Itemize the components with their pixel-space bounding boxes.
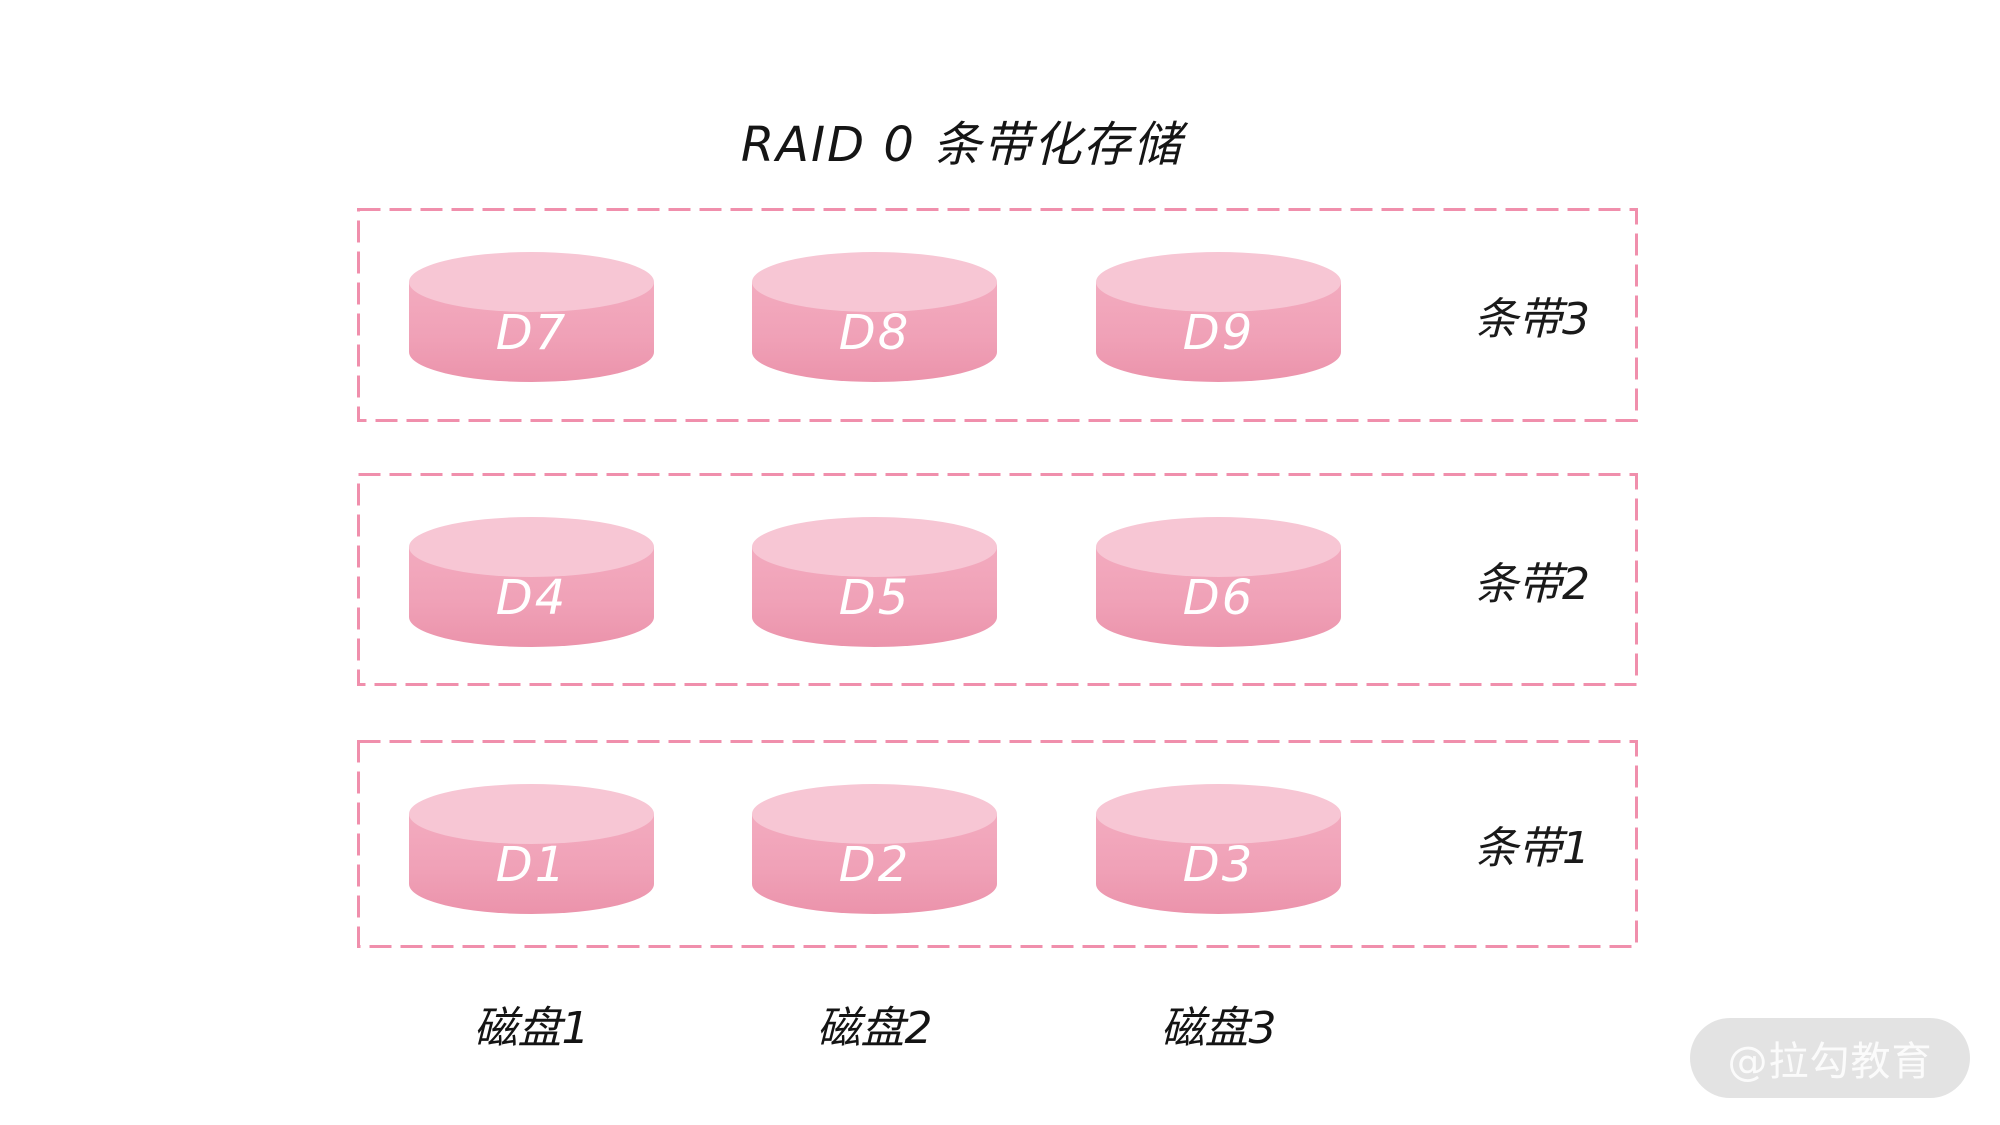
stripe-box-1: D1 D2 D3 条带1 — [357, 740, 1638, 948]
dashed-rect — [357, 740, 1638, 948]
disk-column-label-3: 磁盘3 — [1160, 1003, 1277, 1054]
disk-column-label-2: 磁盘2 — [816, 1003, 933, 1054]
cylinder-top-ellipse — [1096, 784, 1341, 844]
disk-d6: D6 — [1096, 517, 1341, 647]
disk-block-label: D7 — [495, 305, 568, 361]
watermark-badge: @拉勾教育 — [1690, 1018, 1970, 1098]
stripe-label-3: 条带3 — [1474, 294, 1590, 345]
stripe-dashed-border — [357, 208, 1638, 422]
disk-d1: D1 — [409, 784, 654, 914]
cylinder-top-ellipse — [409, 252, 654, 312]
cylinder-top-ellipse — [409, 517, 654, 577]
watermark-text: @拉勾教育 — [1727, 1039, 1933, 1085]
cylinder-top-ellipse — [409, 784, 654, 844]
cylinder-top-ellipse — [752, 517, 997, 577]
stripe-label-1: 条带1 — [1474, 823, 1590, 874]
cylinder-top-ellipse — [752, 784, 997, 844]
disk-d7: D7 — [409, 252, 654, 382]
disk-block-label: D4 — [495, 570, 568, 626]
disk-block-label: D6 — [1182, 570, 1255, 626]
disk-block-label: D2 — [838, 837, 911, 893]
stripe-box-2: D4 D5 D6 条带2 — [357, 473, 1638, 686]
cylinder-top-ellipse — [1096, 517, 1341, 577]
disk-block-label: D9 — [1182, 305, 1255, 361]
stripe-label-2: 条带2 — [1474, 558, 1590, 610]
dashed-rect — [357, 208, 1638, 422]
disk-d2: D2 — [752, 784, 997, 914]
disk-block-label: D5 — [838, 570, 911, 626]
disk-d5: D5 — [752, 517, 997, 647]
disk-block-label: D1 — [495, 837, 568, 893]
disk-column-label-1: 磁盘1 — [473, 1003, 590, 1054]
cylinder-top-ellipse — [752, 252, 997, 312]
disk-d8: D8 — [752, 252, 997, 382]
disk-d3: D3 — [1096, 784, 1341, 914]
dashed-rect — [357, 473, 1638, 686]
stripe-box-3: D7 D8 D9 条带3 — [357, 208, 1638, 422]
cylinder-top-ellipse — [1096, 252, 1341, 312]
diagram-title: RAID 0 条带化存储 — [740, 117, 1184, 173]
disk-block-label: D3 — [1182, 837, 1255, 893]
disk-d9: D9 — [1096, 252, 1341, 382]
stripe-dashed-border — [357, 473, 1638, 686]
stripe-dashed-border — [357, 740, 1638, 948]
disk-d4: D4 — [409, 517, 654, 647]
disk-block-label: D8 — [838, 305, 911, 361]
